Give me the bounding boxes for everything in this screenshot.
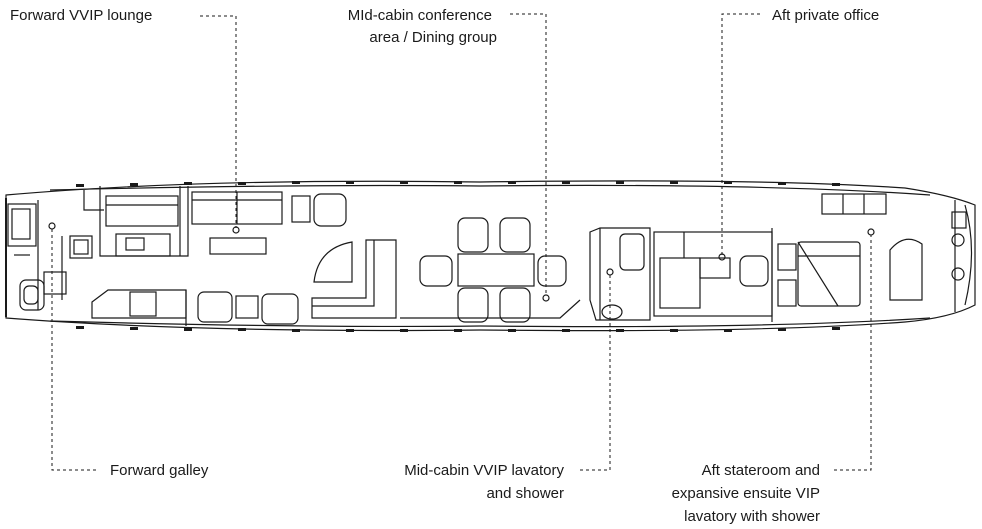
lounge-divan-top [105,195,179,227]
lounge-table [209,237,267,255]
label-aft-private-office: Aft private office [772,7,880,24]
callout-leaders [51,13,872,471]
stateroom-bed [797,241,861,307]
aft-lavatory [889,238,923,301]
label-mid-lavatory-line1: Mid-cabin VVIP lavatory [404,462,564,479]
leader-aft-stateroom [834,235,872,471]
window-marks [76,181,840,332]
leader-forward-lounge [200,15,237,228]
fuselage-outline [5,180,976,332]
galley-block [7,203,37,247]
dining-table [457,253,535,287]
inner-wall-bottom [49,317,931,328]
mid-console [313,241,353,283]
leader-forward-galley [51,229,96,471]
office-area [653,231,773,317]
label-aft-stateroom-line2: expansive ensuite VIP [671,485,820,502]
label-forward-galley: Forward galley [110,462,209,479]
label-aft-stateroom-line1: Aft stateroom and [701,462,820,479]
mid-divan [311,239,397,319]
galley-callout-dot [48,222,56,230]
label-aft-stateroom-line3: lavatory with shower [684,508,820,525]
inner-wall-top [49,184,931,196]
leader-aft-office [721,13,760,255]
leader-mid-lavatory [580,275,611,471]
leader-conference [510,13,547,296]
label-conference-line2: area / Dining group [369,29,497,46]
label-mid-lavatory-line2: and shower [486,485,564,502]
label-forward-vvip-lounge: Forward VVIP lounge [10,7,153,24]
label-conference-line1: MId-cabin conference [347,7,492,24]
